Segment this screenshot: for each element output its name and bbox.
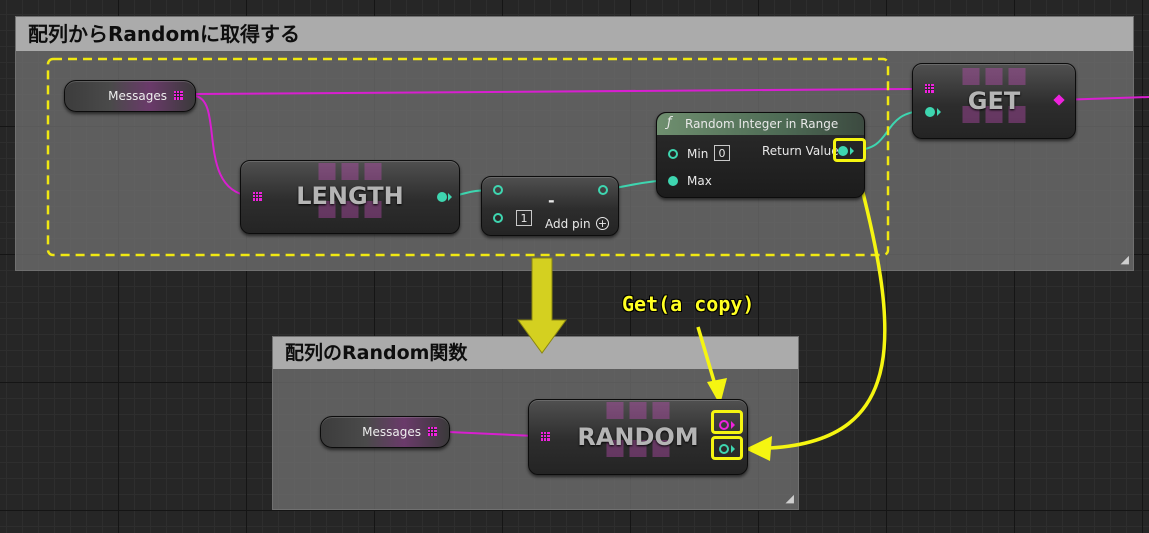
default-value-box[interactable]: 1	[516, 210, 532, 226]
messages-variable-node[interactable]: Messages	[320, 416, 450, 448]
integer-input-pin-min[interactable]	[668, 149, 678, 159]
array-input-pin[interactable]	[541, 432, 550, 441]
node-title: Random Integer in Range	[685, 117, 839, 131]
integer-output-pin[interactable]	[719, 444, 729, 454]
length-node[interactable]: LENGTH	[240, 160, 460, 234]
node-title: -	[548, 191, 555, 210]
min-value-box[interactable]: 0	[714, 145, 730, 161]
integer-input-pin-b[interactable]	[493, 213, 503, 223]
highlight-index-output-pin	[711, 436, 743, 460]
add-pin-label[interactable]: Add pin	[545, 217, 591, 231]
comment-title[interactable]: 配列からRandomに取得する	[16, 17, 1133, 51]
array-deco-icon	[318, 163, 382, 218]
pin-arrow-icon	[850, 147, 854, 155]
pin-arrow-icon	[937, 108, 941, 116]
highlight-return-value-pin	[833, 138, 866, 162]
random-integer-in-range-node[interactable]: ƒ Random Integer in Range Min 0 Max Retu…	[656, 112, 865, 198]
messages-variable-node[interactable]: Messages	[64, 80, 196, 112]
array-deco-icon	[606, 402, 670, 457]
min-label: Min	[687, 147, 709, 161]
max-label: Max	[687, 174, 712, 188]
node-title: RANDOM	[577, 423, 699, 451]
integer-input-pin-max[interactable]	[668, 176, 678, 186]
array-output-pin[interactable]	[428, 427, 437, 436]
get-copy-annotation: Get(a copy)	[622, 292, 755, 316]
integer-output-pin[interactable]	[838, 146, 848, 156]
integer-output-pin[interactable]	[437, 192, 447, 202]
pin-arrow-icon	[731, 421, 735, 429]
array-deco-icon	[962, 68, 1026, 123]
function-icon: ƒ	[667, 115, 672, 130]
subtract-node[interactable]: 1 - Add pin +	[481, 176, 619, 236]
get-node[interactable]: GET	[912, 63, 1076, 139]
highlight-copy-output-pin	[711, 410, 743, 434]
array-output-pin[interactable]	[174, 91, 183, 100]
return-value-label: Return Value	[762, 144, 839, 158]
array-input-pin[interactable]	[253, 192, 262, 201]
resize-grip-icon[interactable]: ◢	[1120, 253, 1129, 266]
plus-circle-icon[interactable]: +	[596, 217, 609, 230]
node-title: LENGTH	[296, 182, 404, 210]
pin-arrow-icon	[448, 193, 452, 201]
wildcard-output-pin[interactable]	[719, 420, 729, 430]
pin-arrow-icon	[731, 445, 735, 453]
array-input-pin[interactable]	[925, 84, 934, 93]
comment-title[interactable]: 配列のRandom関数	[273, 337, 798, 369]
function-node-header: ƒ Random Integer in Range	[657, 113, 864, 135]
integer-input-pin[interactable]	[925, 107, 935, 117]
node-title: GET	[967, 87, 1021, 115]
variable-label: Messages	[362, 425, 421, 439]
integer-input-pin-a[interactable]	[493, 185, 503, 195]
variable-label: Messages	[108, 89, 167, 103]
resize-grip-icon[interactable]: ◢	[785, 492, 794, 505]
integer-output-pin[interactable]	[598, 185, 608, 195]
